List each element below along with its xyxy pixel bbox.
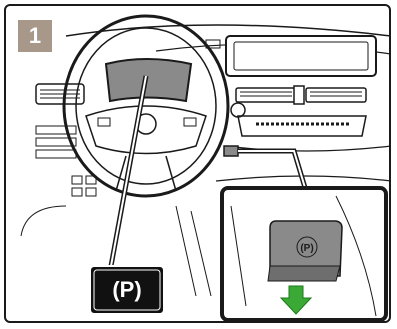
center-display xyxy=(225,35,377,77)
climate-panel xyxy=(215,102,389,182)
air-vents xyxy=(35,83,367,105)
lower-left-switches xyxy=(20,125,212,297)
pull-arrow-icon xyxy=(279,285,313,315)
indicator-callout-line xyxy=(108,75,149,267)
dashboard-illustration xyxy=(20,14,389,321)
steering-wheel xyxy=(62,14,230,198)
parking-brake-indicator-symbol: (P) xyxy=(112,277,142,302)
switch-location-marker xyxy=(223,145,239,157)
parking-brake-switch-symbol: (P) xyxy=(300,242,314,254)
switch-callout-line xyxy=(238,148,309,192)
indicator-box xyxy=(89,265,165,315)
instruction-figure: 1 xyxy=(4,4,391,323)
step-number-badge: 1 xyxy=(18,20,52,52)
instrument-cluster xyxy=(104,58,193,103)
switch-zoom-panel xyxy=(220,186,388,321)
